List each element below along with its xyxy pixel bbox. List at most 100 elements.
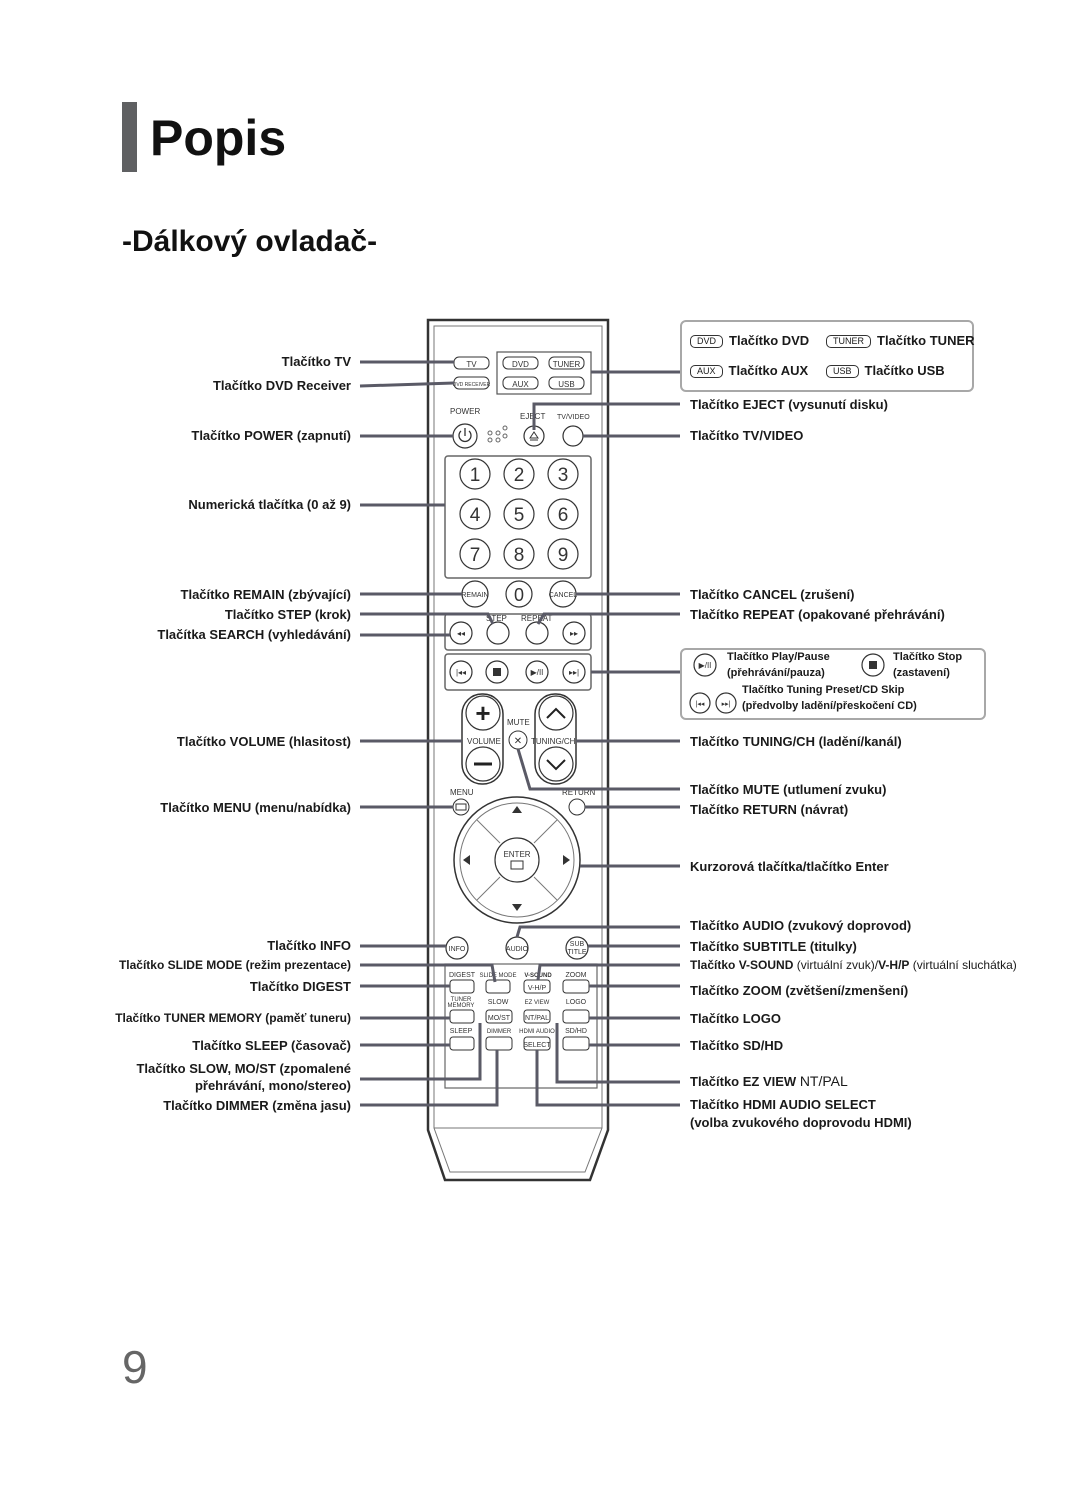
label-zoom-button: Tlačítko ZOOM (zvětšení/zmenšení) xyxy=(690,983,909,998)
label-tv-video-button: Tlačítko TV/VIDEO xyxy=(690,428,804,443)
tuner-key xyxy=(548,356,585,370)
label-stop-line1: Tlačítko Stop xyxy=(893,651,963,663)
enter-key xyxy=(494,837,540,883)
section-subtitle: -Dálkový ovladač- xyxy=(122,225,378,258)
volume-key-label: VOLUME xyxy=(467,737,501,746)
usb-key-label: USB xyxy=(558,380,574,389)
label-audio-button: Tlačítko AUDIO (zvukový doprovod) xyxy=(690,918,912,933)
digit-3-key xyxy=(547,458,579,490)
logo-key-label: LOGO xyxy=(566,999,587,1006)
title-accent-bar xyxy=(122,102,137,172)
svg-text:▸▸: ▸▸ xyxy=(570,629,578,638)
label-tuner-memory-button: Tlačítko TUNER MEMORY (paměť tuneru) xyxy=(115,1011,351,1025)
aux-key xyxy=(502,376,539,390)
menu-key xyxy=(452,798,470,816)
return-key-label: RETURN xyxy=(562,788,596,797)
dimmer-key xyxy=(485,1036,513,1051)
digit-7-label: 7 xyxy=(470,545,481,566)
logo-key xyxy=(562,1009,590,1024)
label-v-sound-button: Tlačítko V-SOUND (virtuální zvuk)/V-H/P … xyxy=(690,958,1017,972)
sleep-key xyxy=(449,1036,475,1051)
digit-2-key xyxy=(503,458,535,490)
label-sleep-button: Tlačítko SLEEP (časovač) xyxy=(192,1038,351,1053)
label-tuning-preset-line2: (předvolby ladění/přeskočení CD) xyxy=(742,700,917,712)
digit-6-label: 6 xyxy=(558,505,569,526)
digit-0-key xyxy=(505,580,533,608)
dvd-receiver-key-label: DVD RECEIVER xyxy=(453,382,491,388)
slide-mode-key xyxy=(485,979,511,994)
digit-1-label: 1 xyxy=(470,465,481,486)
slide-mode-key-label: SLIDE MODE xyxy=(479,973,516,979)
v-sound-key xyxy=(523,979,551,994)
mute-key-label: MUTE xyxy=(507,718,530,727)
menu-key-label: MENU xyxy=(450,788,474,797)
nt-pal-key xyxy=(523,1009,551,1024)
digit-3-label: 3 xyxy=(558,465,569,486)
mo-st-key xyxy=(485,1009,513,1024)
label-menu-button: Tlačítko MENU (menu/nabídka) xyxy=(160,800,351,815)
label-step-button: Tlačítko STEP (krok) xyxy=(224,607,351,622)
hdmi-audio-key-label: HDMI AUDIO xyxy=(519,1029,555,1035)
slow-key-label: SLOW xyxy=(488,999,509,1006)
tv-video-key xyxy=(562,425,584,447)
subtitle-key xyxy=(565,936,589,960)
label-return-button: Tlačítko RETURN (návrat) xyxy=(690,802,849,817)
usb-tag-icon: USB xyxy=(826,365,859,379)
svg-text:✕: ✕ xyxy=(514,736,522,747)
callout-lines xyxy=(359,360,680,1107)
digit-9-label: 9 xyxy=(558,545,569,566)
play-pause-key xyxy=(525,660,549,684)
label-play-pause-line1: Tlačítko Play/Pause xyxy=(727,651,830,663)
zoom-key xyxy=(562,979,590,994)
svg-text:|◂◂: |◂◂ xyxy=(456,668,466,677)
digit-2-label: 2 xyxy=(514,465,525,486)
label-mute-button: Tlačítko MUTE (utlumení zvuku) xyxy=(690,782,887,797)
tuner-key-label: TUNER xyxy=(553,360,581,369)
aux-key-label: AUX xyxy=(512,380,529,389)
label-hdmi-audio-select-line1: Tlačítko HDMI AUDIO SELECT xyxy=(690,1097,876,1112)
label-slide-mode-button: Tlačítko SLIDE MODE (režim prezentace) xyxy=(118,958,351,972)
step-key xyxy=(486,621,510,645)
digit-0-label: 0 xyxy=(514,585,524,605)
dimmer-key-label: DIMMER xyxy=(487,1029,512,1035)
tuner-tag-icon: TUNER xyxy=(826,335,871,349)
label-stop-line2: (zastavení) xyxy=(893,667,950,679)
label-slow-button-line2: přehrávání, mono/stereo) xyxy=(194,1078,351,1093)
dvd-key xyxy=(502,356,539,370)
sd-hd-key-label: SD/HD xyxy=(565,1028,587,1035)
digit-8-key xyxy=(503,538,535,570)
svg-text:▶/II: ▶/II xyxy=(531,668,544,677)
label-tuning-ch-button: Tlačítko TUNING/CH (ladění/kanál) xyxy=(690,734,902,749)
sd-hd-key xyxy=(562,1036,590,1051)
tuning-ch-key-label: TUNING/CH xyxy=(531,737,576,746)
label-dvd-receiver-button: Tlačítko DVD Receiver xyxy=(212,378,351,393)
digest-key xyxy=(449,979,475,994)
label-repeat-button: Tlačítko REPEAT (opakované přehrávání) xyxy=(690,607,945,622)
source-buttons-callout-box xyxy=(680,320,974,392)
v-hp-key-label: V-H/P xyxy=(528,985,547,992)
aux-tag-icon: AUX xyxy=(690,365,723,379)
audio-key-label: AUDIO xyxy=(506,946,529,953)
label-eject-button: Tlačítko EJECT (vysunutí disku) xyxy=(690,397,888,412)
label-play-pause-line2: (přehrávání/pauza) xyxy=(727,667,825,679)
page-number: 9 xyxy=(122,1341,148,1393)
label-search-buttons: Tlačítka SEARCH (vyhledávání) xyxy=(157,627,351,642)
label-sd-hd-button: Tlačítko SD/HD xyxy=(690,1038,784,1053)
repeat-key-label: REPEAT xyxy=(521,614,553,623)
label-digest-button: Tlačítko DIGEST xyxy=(249,979,351,994)
ez-view-key-label: EZ VIEW xyxy=(525,1000,550,1006)
search-forward-key xyxy=(562,621,586,645)
label-numeric-buttons: Numerická tlačítka (0 až 9) xyxy=(188,497,351,512)
tuner-memory-key xyxy=(449,1009,475,1024)
digit-9-key xyxy=(547,538,579,570)
page-title: Popis xyxy=(150,110,287,166)
select-key-label: SELECT xyxy=(523,1042,551,1049)
skip-back-key xyxy=(449,660,473,684)
label-volume-button: Tlačítko VOLUME (hlasitost) xyxy=(176,734,351,749)
tuner-memory-key-label-1: TUNER xyxy=(451,997,472,1003)
nt-pal-key-label: NT/PAL xyxy=(525,1015,549,1022)
